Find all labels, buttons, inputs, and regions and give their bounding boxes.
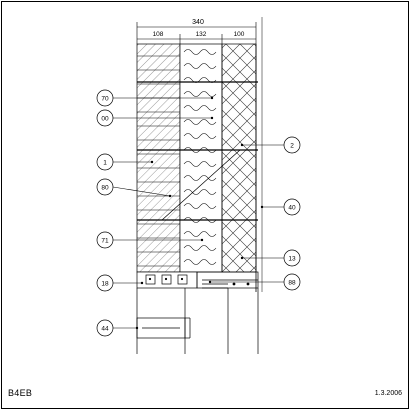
drawing-date: 1.3.2006	[374, 390, 402, 397]
callout-dot	[140, 281, 144, 285]
base-detail	[136, 271, 259, 354]
callout-71: 71	[96, 231, 204, 249]
callout-dot	[210, 96, 214, 100]
callout-dot	[240, 143, 244, 147]
callout-2: 2	[240, 136, 301, 154]
callout-circle	[96, 274, 114, 292]
callout-circle	[96, 231, 114, 249]
diagonal-support	[161, 149, 241, 221]
callout-1: 1	[96, 153, 154, 171]
dim-layer-brick: 108	[153, 31, 164, 38]
callout-dot	[208, 280, 212, 284]
callout-label: 13	[288, 255, 296, 262]
callout-label: 1	[103, 159, 107, 166]
callout-label: 71	[101, 237, 109, 244]
callout-dot	[210, 116, 214, 120]
callout-13: 13	[240, 249, 301, 267]
callout-label: 40	[288, 204, 296, 211]
callout-circle	[283, 249, 301, 267]
callout-dot	[168, 194, 172, 198]
callout-circle	[283, 273, 301, 291]
callout-dot	[135, 326, 139, 330]
callout-dot	[200, 238, 204, 242]
callout-40: 40	[260, 198, 301, 216]
callout-label: 44	[101, 325, 109, 332]
callout-80: 80	[96, 178, 172, 198]
callout-label: 88	[288, 279, 296, 286]
cladding-layer	[221, 17, 263, 292]
base-markers	[148, 277, 250, 286]
dim-layer-insulation: 132	[196, 31, 207, 38]
callout-label: 80	[101, 184, 109, 191]
wall-section-drawing: 340 108 132 100	[96, 17, 301, 354]
callout-label: 18	[101, 280, 109, 287]
brick-layer	[136, 43, 181, 273]
callout-label: 70	[101, 95, 109, 102]
callout-dot	[260, 205, 264, 209]
callout-circle	[96, 153, 114, 171]
insulation-layer	[179, 43, 223, 273]
dim-total: 340	[192, 19, 204, 26]
callout-circle	[96, 178, 114, 196]
callout-circle	[283, 136, 301, 154]
callout-44: 44	[96, 319, 139, 337]
callout-dot	[240, 256, 244, 260]
callout-circle	[283, 198, 301, 216]
callout-label: 00	[101, 115, 109, 122]
callout-leader	[112, 186, 171, 197]
dim-layer-cladding: 100	[234, 31, 245, 38]
dimension-lines	[136, 22, 257, 44]
callout-label: 2	[290, 142, 294, 149]
callout-70: 70	[96, 89, 214, 107]
callout-circle	[96, 109, 114, 127]
wall-ties	[137, 81, 258, 221]
drawing-code: B4EB	[8, 388, 33, 398]
callout-circle	[96, 89, 114, 107]
callout-00: 00	[96, 109, 214, 127]
callout-88: 88	[208, 273, 301, 291]
callout-dot	[150, 160, 154, 164]
callout-18: 18	[96, 274, 144, 292]
callout-circle	[96, 319, 114, 337]
